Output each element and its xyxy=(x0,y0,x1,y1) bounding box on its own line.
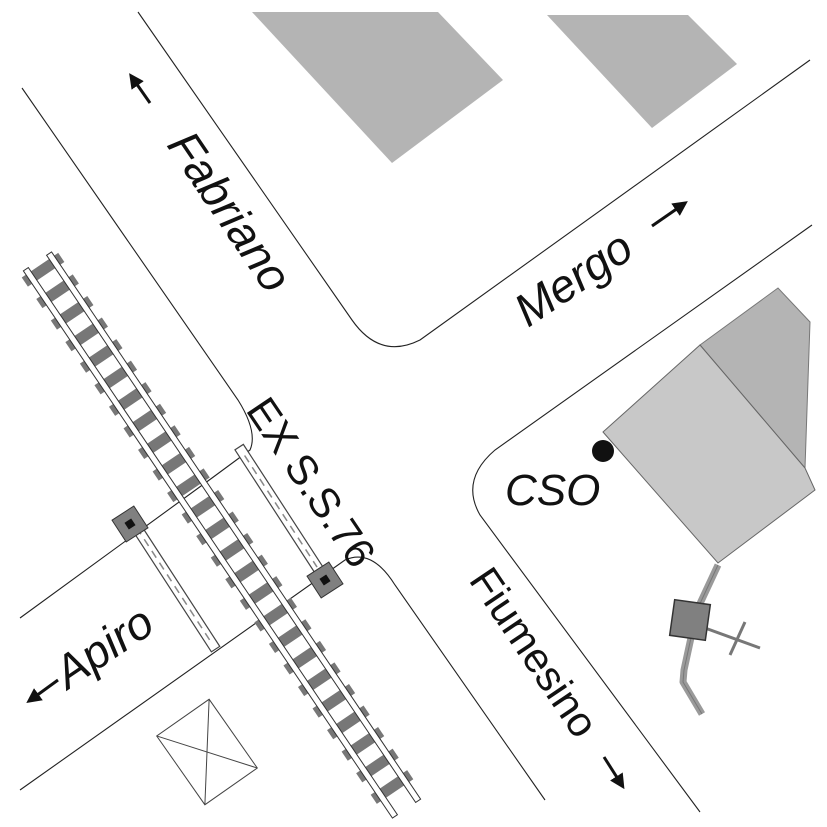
road-edge-fiumesino-east xyxy=(472,224,813,813)
cross-signal-bar-1 xyxy=(704,626,761,650)
arrow-up-left-icon xyxy=(129,73,152,104)
label-mergo: Mergo xyxy=(505,220,642,336)
barrier-left-post xyxy=(111,505,149,543)
arrow-up-right-icon xyxy=(651,201,688,228)
cross-signal-bar-2 xyxy=(728,621,747,656)
road-edge-fabriano-west xyxy=(19,87,253,619)
signal-box-right xyxy=(668,598,712,642)
dot-marker-icon xyxy=(592,440,614,462)
road-edge-apiro-south xyxy=(19,556,546,801)
pipe-line-outline xyxy=(682,564,719,715)
rail xyxy=(45,251,422,804)
label-fiumesino: Fiumesino xyxy=(461,559,608,746)
arrow-down-right-icon xyxy=(602,756,625,790)
building-right-main xyxy=(602,344,816,564)
label-apiro: Apiro xyxy=(42,595,163,700)
building-top-left xyxy=(252,12,503,163)
box-x-marker xyxy=(156,698,258,806)
barrier-right-post xyxy=(306,561,344,599)
label-cso: CSO xyxy=(505,466,600,515)
road-edge-fabriano-east xyxy=(137,11,811,348)
arrow-down-left-icon xyxy=(26,678,59,704)
building-top-right xyxy=(547,15,737,128)
rail xyxy=(22,266,399,819)
label-fabriano: Fabriano xyxy=(158,122,303,302)
railway-main xyxy=(21,251,422,819)
